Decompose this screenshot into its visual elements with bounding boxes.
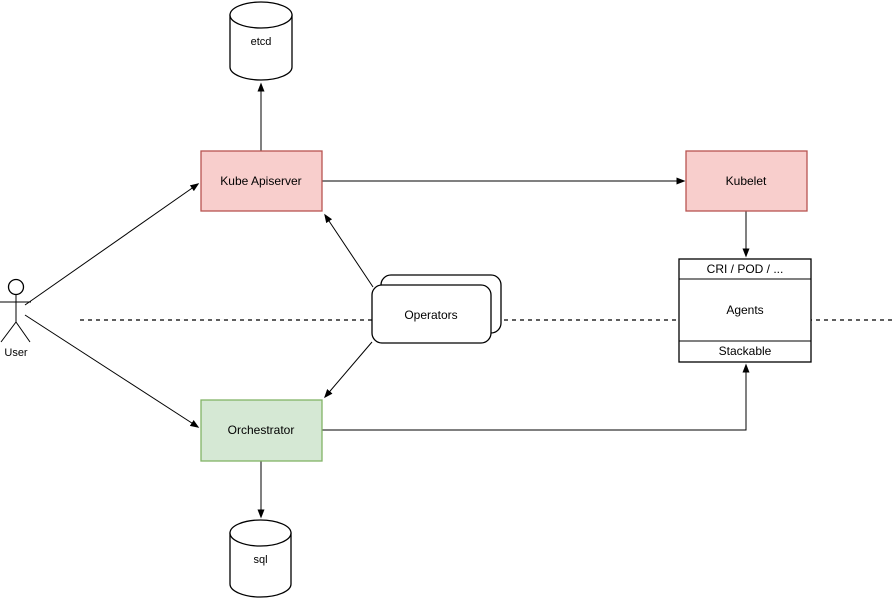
user-left-leg	[0, 321, 17, 343]
sql-cylinder-body	[229, 532, 292, 598]
stackable-label: Stackable	[719, 344, 772, 358]
agents-stack-box	[678, 258, 812, 363]
kubelet-box	[685, 150, 808, 212]
edge-user-to-kube-apiserver	[24, 183, 200, 306]
user-head	[7, 278, 25, 296]
sql-cylinder-top	[229, 519, 292, 547]
sql-cylinder: sql	[229, 519, 292, 598]
cri-pod-header-label: CRI / POD / ...	[707, 262, 784, 276]
user-label: User	[4, 347, 28, 359]
user-right-leg	[15, 321, 31, 343]
edge-orchestrator-to-stackable	[322, 363, 750, 431]
sql-label: sql	[253, 554, 267, 566]
kube-apiserver-node: Kube Apiserver	[200, 150, 323, 212]
etcd-label: etcd	[251, 36, 272, 48]
operators-front-card	[371, 284, 492, 344]
operators-label: Operators	[404, 308, 457, 322]
edge-user-to-orchestrator	[24, 314, 200, 428]
kube-apiserver-label: Kube Apiserver	[220, 174, 301, 188]
agents-stack-node: CRI / POD / ... Agents Stackable	[678, 258, 812, 363]
user-actor: User	[0, 278, 31, 359]
edge-operators-to-kube-apiserver	[324, 213, 374, 288]
orchestrator-label: Orchestrator	[228, 423, 295, 437]
orchestrator-node: Orchestrator	[200, 399, 323, 462]
kube-apiserver-box	[200, 150, 323, 212]
kubelet-label: Kubelet	[726, 174, 767, 188]
operators-node: Operators	[371, 274, 502, 344]
edge-operators-to-orchestrator	[324, 341, 373, 399]
etcd-cylinder-body	[229, 14, 293, 81]
etcd-cylinder-top	[229, 1, 293, 29]
kubelet-node: Kubelet	[685, 150, 808, 212]
etcd-cylinder: etcd	[229, 1, 293, 81]
orchestrator-box	[200, 399, 323, 462]
agents-label: Agents	[726, 303, 763, 317]
